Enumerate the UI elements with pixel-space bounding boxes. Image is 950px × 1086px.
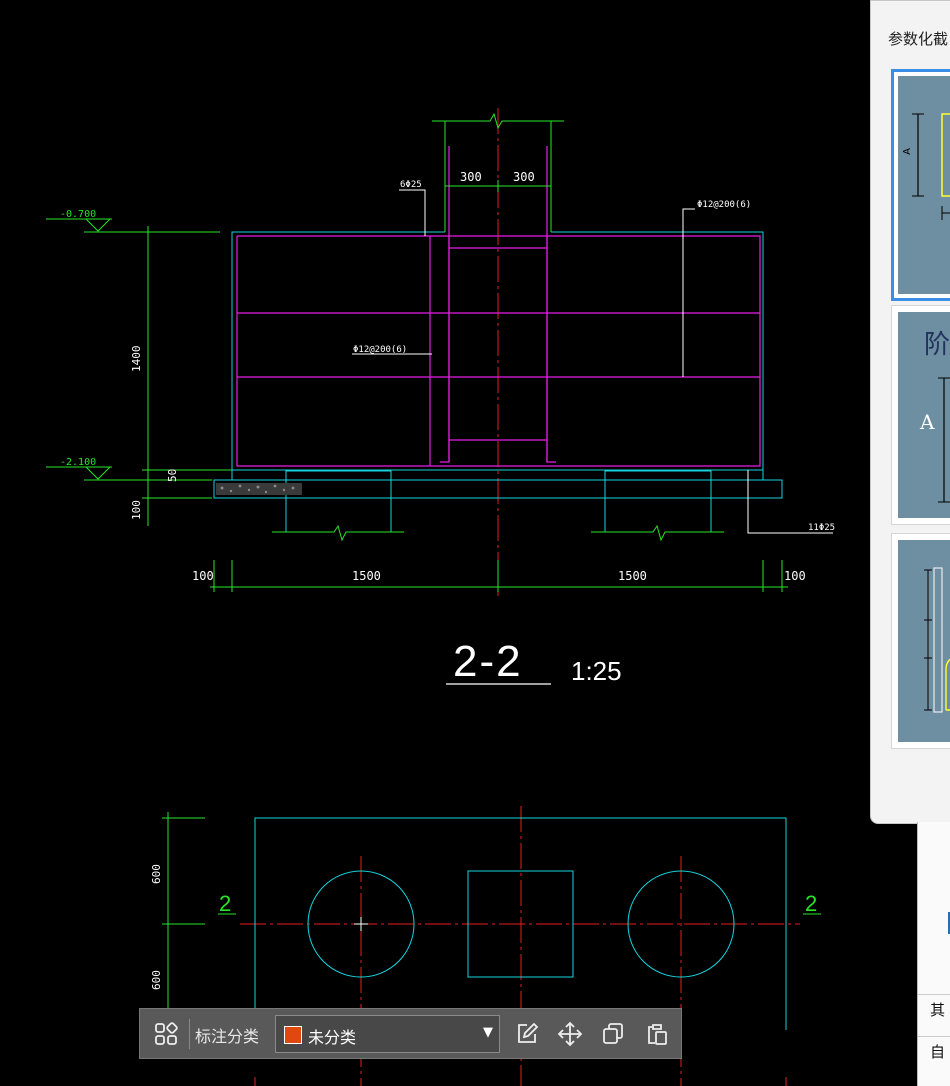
plan-dim-lower: 600 — [150, 970, 163, 990]
section-title: 2-2 — [453, 637, 523, 686]
foundation-outline — [213, 231, 783, 532]
section-thumbnail-1-selected[interactable]: A — [891, 69, 950, 301]
crosshair-cursor — [354, 917, 368, 931]
dim-base-span-left: 1500 — [352, 569, 381, 583]
toolbar-separator — [189, 1019, 190, 1049]
rebar-bottom-label: 11Φ25 — [808, 523, 835, 533]
move-icon[interactable] — [557, 1021, 583, 1047]
paste-icon[interactable] — [643, 1021, 669, 1047]
elevation-bottom: -2.100 — [60, 457, 96, 468]
elevation-top: -0.700 — [60, 209, 96, 220]
dim-50: 50 — [166, 469, 179, 482]
thumbnail-image: 阶 A — [898, 312, 950, 518]
plan-dimension — [162, 812, 205, 1010]
edit-icon[interactable] — [514, 1021, 540, 1047]
dim-col-right: 300 — [513, 170, 535, 184]
rebar-leaders — [352, 189, 833, 534]
column-outline — [432, 112, 564, 232]
dim-100-left: 100 — [130, 500, 143, 520]
section-mark-left: 2 — [219, 891, 231, 916]
dim-base-left: 100 — [192, 569, 214, 583]
category-color-swatch — [284, 1026, 302, 1044]
thumbnail-sketch — [924, 567, 950, 713]
side-panel-accent — [948, 912, 950, 934]
height-dimension — [142, 226, 232, 526]
plan-dim-upper: 600 — [150, 864, 163, 884]
rebar-lines — [236, 146, 761, 467]
rebar-side-left-label: Φ12@200(6) — [353, 345, 407, 355]
thumbnail-sketch — [912, 113, 950, 220]
rebar-col-label: 6Φ25 — [400, 180, 422, 190]
section-scale: 1:25 — [571, 656, 622, 686]
properties-side-panel: 其 自 — [917, 822, 950, 1086]
base-width-dimension — [210, 560, 788, 592]
dim-col-left: 300 — [460, 170, 482, 184]
rebar-side-right-label: Φ12@200(6) — [697, 200, 751, 210]
thumbnail-image: A — [898, 76, 950, 294]
blinding-layer-hatch — [216, 483, 302, 495]
category-select-value: 未分类 — [308, 1028, 357, 1047]
section-thumbnail-2[interactable]: 阶 A — [891, 305, 950, 525]
thumb2-letter: A — [920, 410, 935, 434]
column-width-dimension — [444, 180, 552, 192]
annotation-category-label: 标注分类 — [195, 1027, 260, 1046]
plan-outline — [254, 817, 787, 1030]
annotation-toolbar: 标注分类 未分类 ▼ — [139, 1008, 682, 1059]
copy-icon[interactable] — [600, 1021, 626, 1047]
chevron-down-icon: ▼ — [483, 1025, 493, 1040]
grid-icon[interactable] — [153, 1021, 179, 1047]
parametric-section-dialog: 参数化截 A 阶 A — [870, 0, 950, 824]
pile-break-lines — [272, 524, 724, 542]
thumb1-letter: A — [901, 148, 913, 155]
section-mark-right: 2 — [805, 891, 817, 916]
annotation-category-select[interactable]: 未分类 ▼ — [275, 1015, 500, 1053]
section-thumbnail-3[interactable] — [891, 533, 950, 749]
dim-height: 1400 — [130, 346, 143, 373]
dialog-title: 参数化截 — [888, 30, 949, 48]
plan-axis-stubs — [254, 1077, 787, 1086]
dim-base-right: 100 — [784, 569, 806, 583]
thumb2-text: 阶 — [924, 330, 950, 360]
dim-base-span-right: 1500 — [618, 569, 647, 583]
thumbnail-image — [898, 540, 950, 742]
side-row-other[interactable]: 其 — [918, 994, 950, 1024]
side-row-custom[interactable]: 自 — [918, 1036, 950, 1066]
